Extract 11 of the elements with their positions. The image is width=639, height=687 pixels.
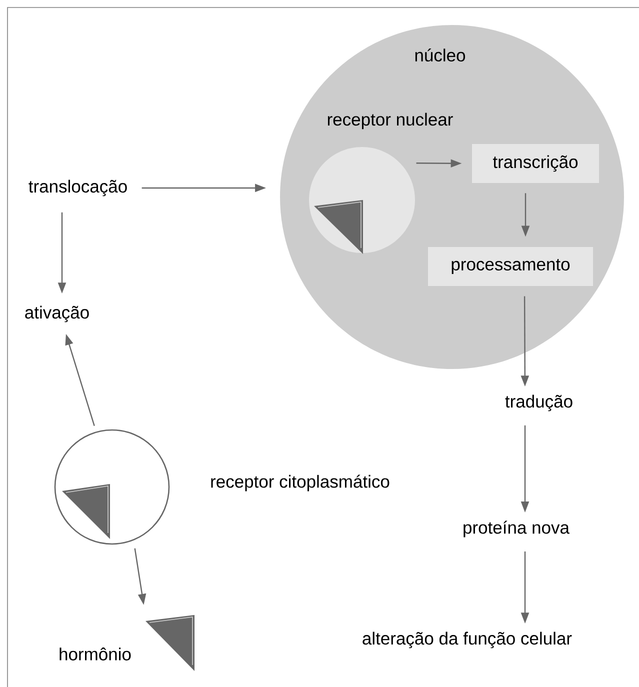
process-box: processamento [428,247,593,286]
step-label: translocação [28,180,127,196]
node-label: receptor citoplasmático [211,474,390,492]
process-box: transcrição [472,144,599,183]
step-label: ativação [25,306,89,322]
node-caption: hormônio [60,648,131,660]
step-label: alteração da função celular [362,632,572,648]
step-label: proteína nova [464,520,570,538]
step-label: tradução [505,394,572,412]
node-label: receptor nuclear [328,112,453,130]
hormone-triangle [146,615,194,671]
